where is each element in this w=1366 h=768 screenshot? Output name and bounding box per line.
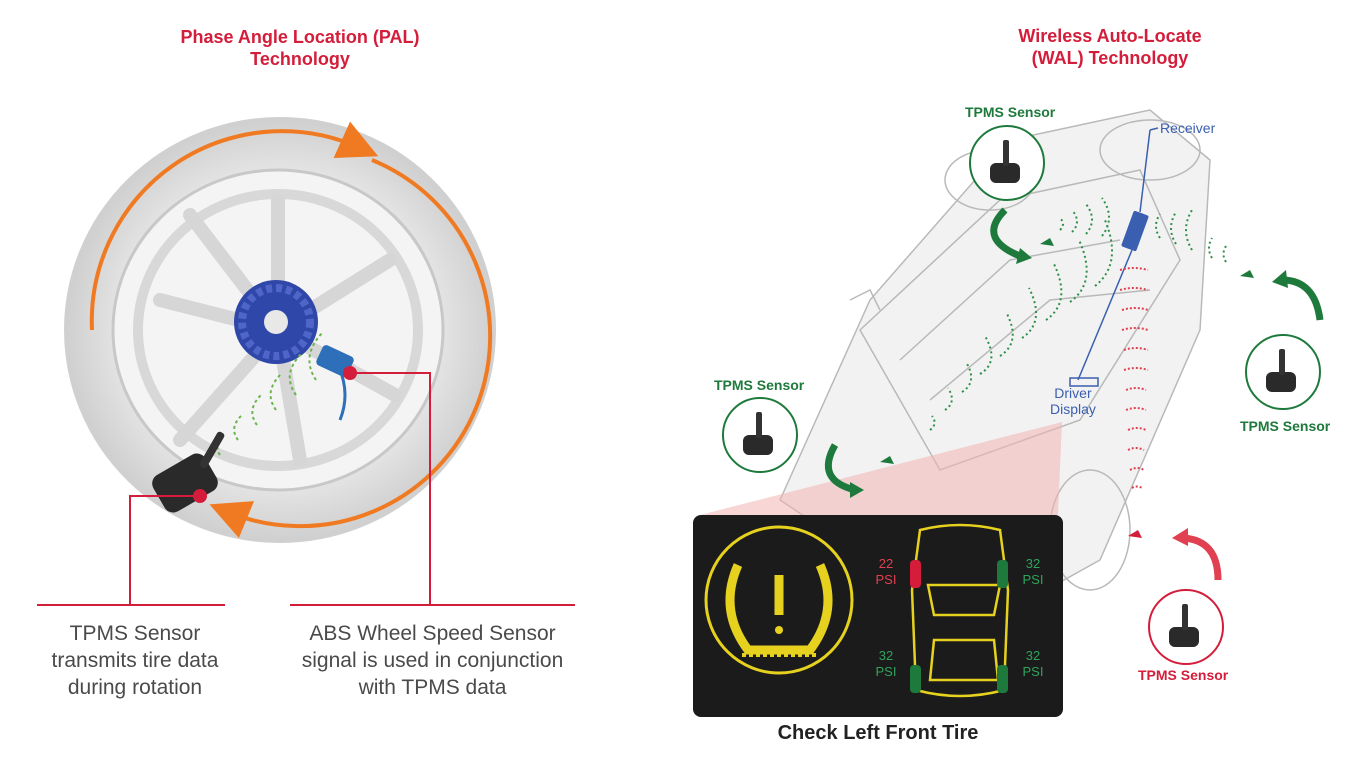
abs-caption-line3: with TPMS data bbox=[358, 676, 507, 699]
psi-rear-right: 32 PSI bbox=[1015, 648, 1051, 680]
wal-title-line1: Wireless Auto-Locate bbox=[1018, 26, 1202, 46]
driver-display-panel bbox=[693, 515, 1063, 717]
tpms-caption-line2: transmits tire data bbox=[51, 649, 219, 672]
wal-title-line2: (WAL) Technology bbox=[1031, 48, 1189, 68]
wal-title: Wireless Auto-Locate (WAL) Technology bbox=[960, 25, 1260, 69]
receiver-label: Receiver bbox=[1160, 120, 1216, 136]
psi-rear-left-value: 32 bbox=[878, 648, 894, 663]
tpms-label-top: TPMS Sensor bbox=[965, 104, 1056, 120]
sensor-bubble-right bbox=[1245, 334, 1321, 410]
psi-front-left-value: 22 bbox=[878, 556, 894, 571]
tpms-label-right: TPMS Sensor bbox=[1240, 418, 1331, 434]
sensor-bubble-left bbox=[722, 397, 798, 473]
tpms-caption-line3: during rotation bbox=[67, 676, 203, 699]
receiver-module bbox=[1069, 127, 1159, 387]
driver-display-label: Driver Display bbox=[1050, 385, 1096, 417]
tire-indicator-front-right bbox=[997, 560, 1008, 588]
pal-title-line1: Phase Angle Location (PAL) bbox=[180, 27, 420, 47]
psi-front-left-unit: PSI bbox=[875, 572, 897, 587]
psi-rear-left: 32 PSI bbox=[868, 648, 904, 680]
abs-leader-line bbox=[350, 372, 431, 605]
rotation-arrow-bottom bbox=[209, 158, 493, 539]
psi-front-right-value: 32 bbox=[1025, 556, 1041, 571]
tpms-label-left: TPMS Sensor bbox=[714, 377, 805, 393]
tire-indicator-rear-right bbox=[997, 665, 1008, 693]
abs-caption-line1: ABS Wheel Speed Sensor bbox=[309, 622, 556, 645]
psi-rear-left-unit: PSI bbox=[875, 664, 897, 679]
pal-title-line2: Technology bbox=[250, 49, 350, 69]
warning-caption: Check Left Front Tire bbox=[777, 722, 979, 744]
sensor-bubble-top bbox=[969, 125, 1045, 201]
pal-title: Phase Angle Location (PAL) Technology bbox=[130, 26, 470, 70]
wheel-illustration bbox=[37, 117, 575, 606]
rotation-arrow-top bbox=[89, 121, 379, 331]
tpms-warning-icon bbox=[704, 525, 854, 675]
sensor-bubble-bottom bbox=[1148, 589, 1224, 665]
tire-indicator-front-left bbox=[910, 560, 921, 588]
wal-signal-waves-green bbox=[929, 197, 1227, 431]
abs-sensor-caption: ABS Wheel Speed Sensor signal is used in… bbox=[280, 620, 585, 701]
psi-rear-right-value: 32 bbox=[1025, 648, 1041, 663]
sensor-leader-line bbox=[129, 495, 200, 605]
psi-rear-right-unit: PSI bbox=[1022, 664, 1044, 679]
valve-stems bbox=[880, 238, 1254, 538]
tire-indicator-rear-left bbox=[910, 665, 921, 693]
psi-front-right: 32 PSI bbox=[1015, 556, 1051, 588]
driver-display-line2: Display bbox=[1050, 401, 1096, 417]
wal-rotation-arrows bbox=[824, 207, 1324, 581]
tpms-caption-line1: TPMS Sensor bbox=[69, 622, 201, 645]
abs-caption-line2: signal is used in conjunction bbox=[301, 649, 564, 672]
wal-signal-waves-red bbox=[1119, 267, 1149, 489]
driver-display-line1: Driver bbox=[1054, 385, 1092, 401]
psi-front-right-unit: PSI bbox=[1022, 572, 1044, 587]
display-light-beam bbox=[700, 422, 1062, 515]
psi-front-left: 22 PSI bbox=[868, 556, 904, 588]
tpms-sensor-caption: TPMS Sensor transmits tire data during r… bbox=[25, 620, 245, 701]
tpms-label-bottom: TPMS Sensor bbox=[1138, 667, 1229, 683]
